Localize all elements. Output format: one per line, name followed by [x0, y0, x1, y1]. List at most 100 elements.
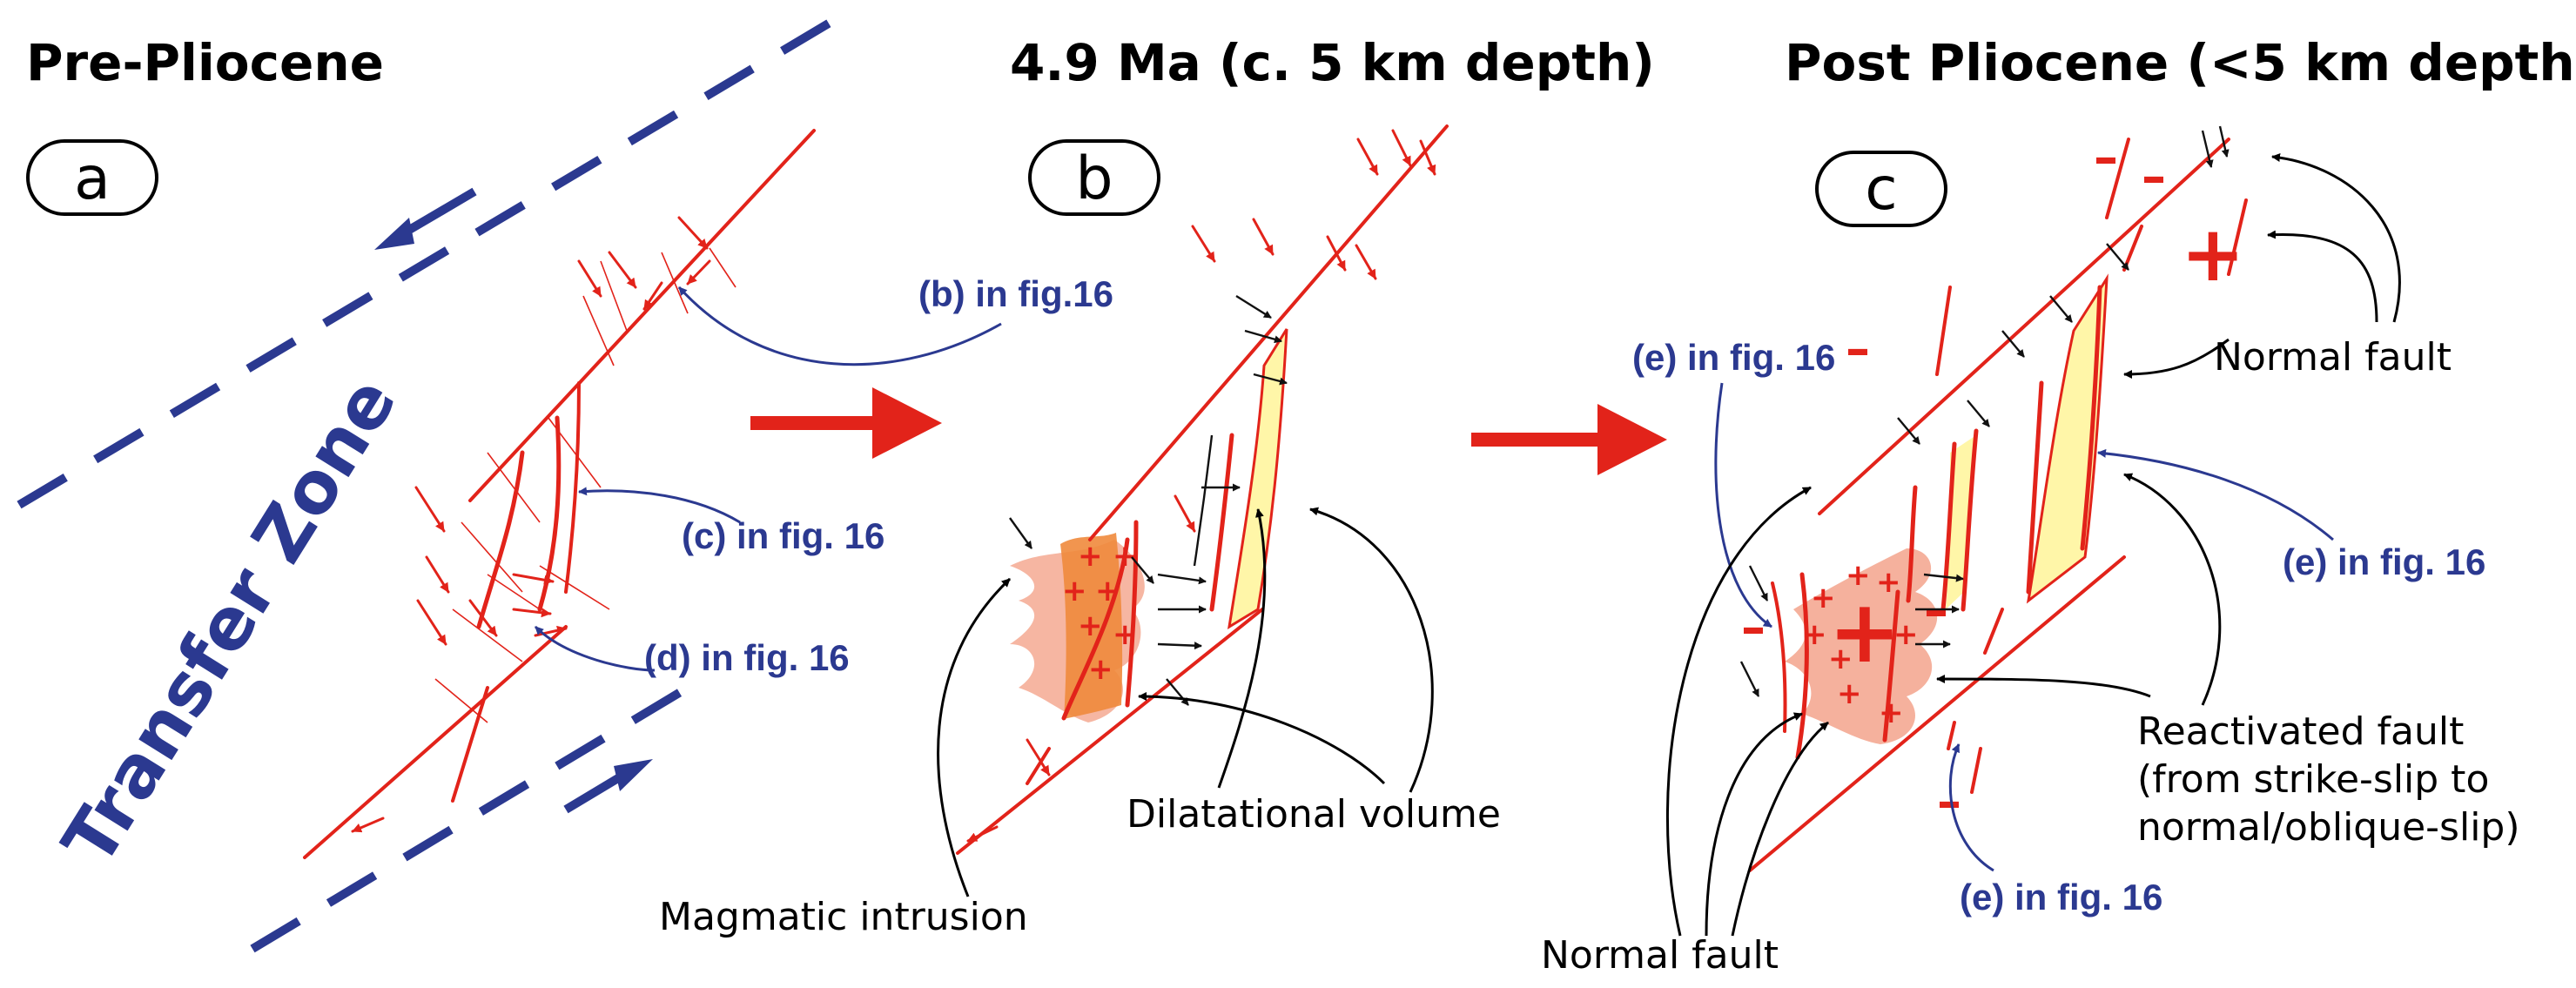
- panel-c-splay-fault-1: [1961, 428, 1979, 612]
- panel-b-intrusion-plus-signs: + + + + + + +: [1062, 539, 1138, 687]
- big-red-arrow-icon: [750, 387, 942, 459]
- panel-a-slip-arrows: [351, 216, 711, 833]
- panel-c-ref-2: (e) in fig. 16: [2283, 541, 2485, 582]
- panel-b-upper-master-fault: [1088, 124, 1449, 541]
- panel-c-minus-sign-4: –: [1924, 582, 1948, 639]
- transfer-zone-lower-slip-arrow-icon: [563, 759, 653, 814]
- panel-b-lower-master-fault: [956, 608, 1264, 855]
- panel-a-badge: [26, 139, 158, 216]
- svg-text:+: +: [1837, 676, 1862, 711]
- panel-c-normal-fault-top-leader-1-leader-arrow-icon: [2271, 153, 2401, 323]
- panel-c-normal-fault-bottom-label: Normal fault: [1541, 933, 1779, 978]
- panel-c-upper-master-fault: [1818, 138, 2230, 515]
- panel-b-letter: b: [1075, 145, 1113, 213]
- panel-a-letter: a: [74, 145, 111, 213]
- panel-a-lower-master-fault: [303, 625, 568, 859]
- panel-c-dilatation-west-fault: [2026, 380, 2044, 595]
- panel-b-dilatational-volume-label: Dilatational volume: [1127, 792, 1501, 837]
- panel-a-ref-d: (d) in fig. 16: [644, 637, 850, 678]
- panel-c-intrusion-east-fault: [1882, 589, 1900, 743]
- svg-text:+: +: [1879, 696, 1904, 730]
- panel-c-normal-fault-7: [1983, 608, 2004, 655]
- panel-c-normal-fault-top-leader-3-leader-arrow-icon: [2123, 338, 2230, 379]
- panel-a-ref-b: (b) in fig.16: [918, 273, 1113, 314]
- panel-c-normal-fault-6: [1947, 721, 1956, 750]
- panel-c-normal-fault-bottom-leader-1-leader-arrow-icon: [1665, 486, 1812, 937]
- panel-c-dilatational-volume: [2026, 273, 2109, 604]
- panel-a-ref-c: (c) in fig. 16: [682, 515, 884, 556]
- panel-b-dilatational-leader-3-leader-arrow-icon: [1138, 692, 1386, 785]
- panel-c-far-west-fault: [1771, 581, 1787, 733]
- panel-c-title: Post Pliocene (<5 km depth): [1785, 33, 2576, 92]
- panel-c-normal-fault-2: [2105, 138, 2130, 219]
- panel-c-minus-sign-2: –: [1846, 321, 1870, 378]
- panel-b-magmatic-intrusion-label: Magmatic intrusion: [659, 895, 1028, 939]
- panel-c-reactivated-fault-label-1: Reactivated fault: [2137, 709, 2464, 754]
- panel-c-intrusion-west-fault: [1795, 572, 1809, 760]
- panel-b-intrusion-leader-arrow-icon: [937, 577, 1012, 897]
- panel-a-title: Pre-Pliocene: [26, 33, 384, 92]
- panel-a-ref-c-leader-arrow-icon: [578, 487, 741, 524]
- panel-b-black-slip-arrows: [1009, 294, 1288, 706]
- panel-c-normal-fault-bottom-leader-3-leader-arrow-icon: [1731, 721, 1829, 937]
- panel-c-badge: [1815, 151, 1947, 227]
- panel-c-normal-fault-top-leader-2-leader-arrow-icon: [2267, 230, 2378, 323]
- transfer-zone-upper-slip-arrow-icon: [374, 187, 477, 250]
- panel-b-intrusion-core: [1060, 533, 1123, 719]
- panel-b: 4.9 Ma (c. 5 km depth) b + + + + + + +: [659, 33, 1655, 939]
- panel-b-dilatational-leader-1-leader-arrow-icon: [1217, 508, 1267, 789]
- panel-c: Post Pliocene (<5 km depth) c + + + + + …: [1541, 33, 2576, 978]
- svg-text:+: +: [1893, 617, 1919, 652]
- svg-text:+: +: [1811, 581, 1836, 615]
- panel-a-splay-fault-4: [451, 686, 489, 803]
- svg-text:+: +: [1062, 574, 1087, 608]
- panel-c-normal-fault-4: [2227, 198, 2248, 276]
- panel-c-ref-1: (e) in fig. 16: [1632, 337, 1835, 378]
- panel-c-ref-1-leader-arrow-icon: [1714, 382, 1772, 628]
- panel-c-black-slip-arrows: [1739, 125, 2230, 697]
- panel-c-normal-fault-5: [1970, 747, 1982, 794]
- panel-c-dilatation-east-fault: [2080, 285, 2102, 551]
- panel-a-upper-master-fault: [468, 129, 816, 502]
- panel-b-splay-fault: [1209, 433, 1234, 612]
- panel-a-splay-fault-1: [476, 450, 525, 629]
- panel-a: Pre-Pliocene a Transfer Zone: [17, 15, 1113, 953]
- panel-a-splay-fault-3: [564, 381, 581, 594]
- panel-c-splay-fault-3: [1906, 485, 1918, 603]
- panel-c-normal-fault-top-label: Normal fault: [2214, 335, 2452, 380]
- panel-b-dilatational-volume: [1227, 328, 1288, 629]
- panel-b-slip-arrows: [966, 129, 1436, 843]
- panel-b-intrusion-east-fault: [1125, 520, 1139, 708]
- svg-text:+: +: [1828, 581, 1901, 682]
- panel-b-badge: [1028, 139, 1160, 216]
- panel-c-ref-2-leader-arrow-icon: [2097, 448, 2334, 541]
- panel-c-ref-3: (e) in fig. 16: [1960, 877, 2162, 917]
- svg-text:+: +: [1846, 558, 1871, 593]
- panel-b-title: 4.9 Ma (c. 5 km depth): [1010, 33, 1655, 92]
- panel-c-splay-fault-2: [1940, 441, 1957, 612]
- panel-c-reactivated-fault-label-2: (from strike-slip to: [2137, 757, 2489, 802]
- big-red-arrow-icon: [1471, 404, 1667, 475]
- panel-c-reactivated-leader-1-leader-arrow-icon: [2123, 473, 2222, 706]
- panel-c-plus-sign: +: [2181, 209, 2245, 299]
- panel-c-reactivated-leader-2-leader-arrow-icon: [1936, 675, 2151, 698]
- panel-a-ref-b-leader-arrow-icon: [677, 286, 1002, 366]
- panel-b-dilatational-leader-2-leader-arrow-icon: [1309, 507, 1434, 793]
- panel-c-letter: c: [1865, 155, 1897, 224]
- svg-text:+: +: [1828, 642, 1853, 676]
- panel-c-reactivated-fault-label-3: normal/oblique-slip): [2137, 805, 2520, 850]
- svg-text:–: –: [2142, 149, 2166, 205]
- panel-c-normal-fault-bottom-leader-2-leader-arrow-icon: [1705, 712, 1803, 937]
- panel-c-minus-sign-1: –: [2094, 130, 2118, 186]
- transfer-zone-upper-boundary: [17, 15, 838, 509]
- panel-b-black-fault: [1193, 434, 1214, 567]
- panel-c-normal-fault-1: [1935, 286, 1952, 376]
- panel-a-ref-d-leader-arrow-icon: [534, 625, 656, 672]
- panel-a-splay-fault-2: [537, 415, 562, 612]
- panel-c-lower-master-fault: [1748, 555, 2126, 872]
- panel-c-ref-3-leader-arrow-icon: [1948, 743, 1994, 872]
- transfer-zone-label: Transfer Zone: [47, 364, 413, 880]
- transfer-zone-lower-boundary: [250, 683, 690, 953]
- panel-b-short-fault: [1026, 747, 1051, 785]
